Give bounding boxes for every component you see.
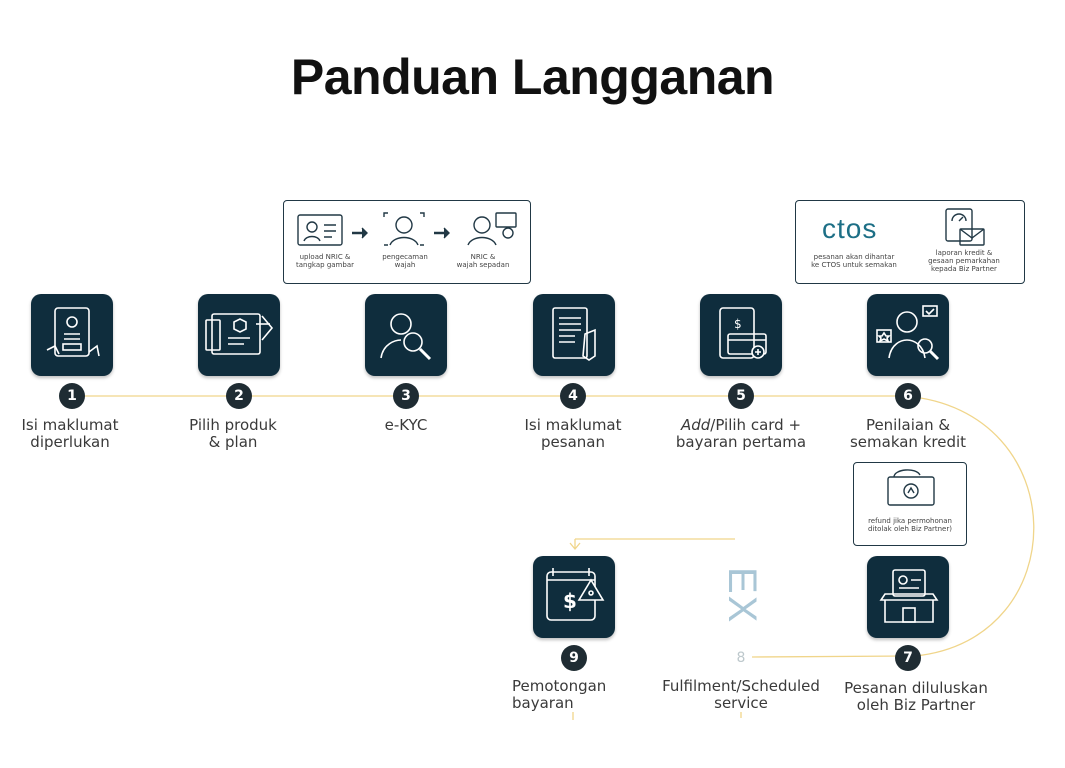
step-8-number: 8 [736,650,746,666]
step-9-number: 9 [561,645,587,671]
ctos-logo: ctos [822,213,878,244]
step-6-credit-check-icon [867,294,949,376]
step-2-product-icon [198,294,280,376]
step-2-number: 2 [226,383,252,409]
step-5-number: 5 [728,383,754,409]
ekyc-caption-3: NRIC &wajah sepadan [456,253,510,269]
step-2-label: Pilih produk& plan [189,416,277,451]
step-5-label: Add/Pilih card + bayaran pertama [675,416,807,451]
step-4-document-icon [533,294,615,376]
step-4-number: 4 [560,383,586,409]
svg-text:$: $ [734,317,742,331]
page-title: Panduan Langganan [290,49,775,105]
step-7-number: 7 [895,645,921,671]
step-3-label: e-KYC [384,416,428,434]
step-3-ekyc-icon [365,294,447,376]
svg-text:$: $ [563,589,577,613]
step-7-approval-shop-icon [867,556,949,638]
step-1-form-icon [31,294,113,376]
ex-mark: EX [720,567,764,625]
step-5-payment-card-icon: $ [700,294,782,376]
step-6-label: Penilaian &semakan kredit [849,416,967,451]
step-1-number: 1 [59,383,85,409]
step-9-payment-deduction-icon: $ [533,556,615,638]
step-3-number: 3 [393,383,419,409]
step-6-number: 6 [895,383,921,409]
ekyc-caption-1: upload NRIC &tangkap gambar [296,253,354,269]
